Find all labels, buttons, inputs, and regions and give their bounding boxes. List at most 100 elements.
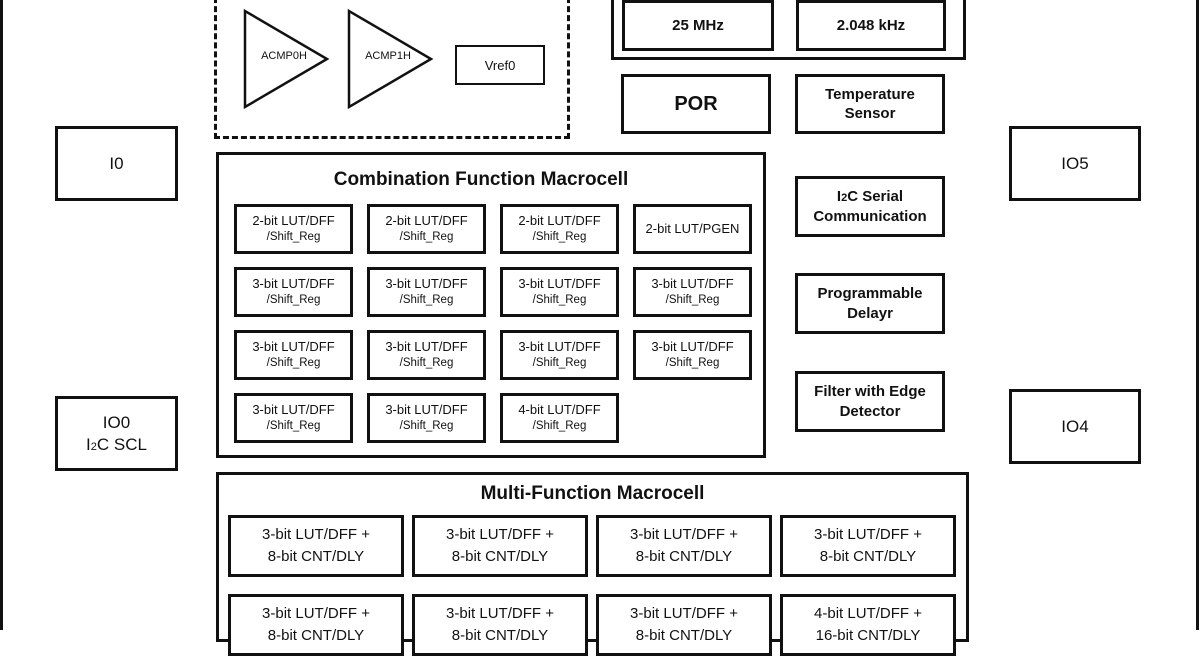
- combination-cell-line1: 4-bit LUT/DFF: [518, 402, 601, 418]
- pin-i0-label: I0: [109, 153, 124, 173]
- pin-io0-i2c-scl: IO0 I2C SCL: [55, 396, 178, 471]
- analog-group: ACMP0H ACMP1H Vref0: [214, 0, 570, 139]
- combination-cell-line1: 3-bit LUT/DFF: [651, 276, 734, 292]
- combination-cell: 3-bit LUT/DFF/Shift_Reg: [367, 267, 486, 317]
- acmp1-triangle: [347, 8, 434, 110]
- vref-label: Vref0: [484, 57, 516, 73]
- multifunction-cell-line2: 8-bit CNT/DLY: [635, 548, 733, 565]
- combination-cell-line1: 3-bit LUT/DFF: [252, 402, 335, 418]
- acmp1-label: ACMP1H: [365, 50, 411, 62]
- multifunction-cell: 3-bit LUT/DFF +8-bit CNT/DLY: [228, 515, 404, 577]
- combination-cell-line2: /Shift_Reg: [266, 420, 321, 433]
- combination-cell-line1: 2-bit LUT/DFF: [385, 213, 468, 229]
- combination-cell-line1: 3-bit LUT/DFF: [651, 339, 734, 355]
- oscillator-2048khz-label: 2.048 kHz: [836, 17, 906, 34]
- i2c-serial-block: I2C Serial Communication: [795, 176, 945, 237]
- multifunction-macrocell: Multi-Function Macrocell 3-bit LUT/DFF +…: [216, 472, 969, 656]
- combination-cell: 3-bit LUT/DFF/Shift_Reg: [234, 267, 353, 317]
- por-label: POR: [674, 92, 718, 115]
- programmable-delay-block: Programmable Delayr: [795, 273, 945, 334]
- i2c-superscript: 2: [841, 192, 848, 204]
- multifunction-title: Multi-Function Macrocell: [480, 483, 705, 504]
- combination-cell-line1: 3-bit LUT/DFF: [518, 276, 601, 292]
- temperature-line2: Sensor: [844, 105, 896, 122]
- multifunction-cell: 4-bit LUT/DFF + 16-bit CNT/DLY: [780, 594, 956, 656]
- temperature-line1: Temperature: [825, 85, 915, 103]
- combination-cell-line1: 3-bit LUT/DFF: [252, 339, 335, 355]
- multifunction-cell-line1: 3-bit LUT/DFF +: [446, 605, 554, 623]
- pin-io0-line1: IO0: [102, 413, 131, 433]
- combination-cell-line2: /Shift_Reg: [532, 420, 587, 433]
- combination-cell-line1: 3-bit LUT/DFF: [385, 276, 468, 292]
- vref-block: Vref0: [455, 45, 545, 85]
- multifunction-cell-line2: 8-bit CNT/DLY: [819, 548, 917, 565]
- multifunction-cell: 3-bit LUT/DFF + 8-bit CNT/DLY: [412, 594, 588, 656]
- multifunction-cell-line1: 3-bit LUT/DFF +: [630, 605, 738, 623]
- combination-cell: 2-bit LUT/DFF/Shift_Reg: [367, 204, 486, 254]
- filter-line1: Filter with Edge: [814, 383, 926, 400]
- combination-cell-line2: /Shift_Reg: [532, 294, 587, 307]
- oscillator-25mhz: 25 MHz: [622, 0, 774, 51]
- i2c-prefix: I: [836, 188, 842, 205]
- combination-cell: 3-bit LUT/DFF/Shift_Reg: [500, 267, 619, 317]
- combination-cell-line2: /Shift_Reg: [399, 420, 454, 433]
- oscillator-group: 25 MHz 2.048 kHz: [611, 0, 966, 60]
- multifunction-cell-line2: 8-bit CNT/DLY: [635, 627, 733, 644]
- combination-cell-line1: 3-bit LUT/DFF: [252, 276, 335, 292]
- multifunction-cell-line1: 3-bit LUT/DFF +: [630, 526, 738, 544]
- multifunction-cell-line2: 8-bit CNT/DLY: [451, 627, 549, 644]
- combination-cell: 2-bit LUT/PGEN: [633, 204, 752, 254]
- combination-cell: 3-bit LUT/DFF/Shift_Reg: [633, 330, 752, 380]
- delay-line2: Delayr: [847, 304, 893, 322]
- acmp0-label: ACMP0H: [261, 50, 307, 62]
- pin-io5: IO5: [1009, 126, 1141, 201]
- pin-io5-label: IO5: [1061, 153, 1089, 173]
- chip-border-left: [0, 0, 3, 630]
- pin-i0: I0: [55, 126, 178, 201]
- pin-io0-line2: I2C SCL: [86, 434, 147, 455]
- combination-cell-line1: 2-bit LUT/PGEN: [645, 221, 740, 237]
- por-block: POR: [621, 74, 771, 134]
- combination-cell-line2: /Shift_Reg: [266, 294, 321, 307]
- oscillator-25mhz-label: 25 MHz: [672, 17, 724, 34]
- combination-cell-line1: 3-bit LUT/DFF: [385, 339, 468, 355]
- multifunction-cell: 3-bit LUT/DFF + 8-bit CNT/DLY: [412, 515, 588, 577]
- combination-cell-line2: /Shift_Reg: [532, 231, 587, 244]
- combination-cell-line1: 2-bit LUT/DFF: [252, 213, 335, 229]
- multifunction-cell-line2: 8-bit CNT/DLY: [267, 548, 365, 565]
- combination-macrocell: Combination Function Macrocell 2-bit LUT…: [216, 152, 766, 458]
- multifunction-cell-line1: 4-bit LUT/DFF +: [814, 605, 922, 623]
- combination-cell: 2-bit LUT/DFF/Shift_Reg: [234, 204, 353, 254]
- combination-cell: 3-bit LUT/DFF/Shift_Reg: [234, 393, 353, 443]
- multifunction-cell-line1: 3-bit LUT/DFF +: [814, 526, 922, 544]
- multifunction-cell: 3-bit LUT/DFF + 8-bit CNT/DLY: [596, 594, 772, 656]
- combination-cell: 3-bit LUT/DFF/Shift_Reg: [500, 330, 619, 380]
- i2c-rest: C Serial: [847, 188, 904, 205]
- pin-io0-prefix: I: [86, 434, 91, 454]
- combination-cell: 3-bit LUT/DFF/Shift_Reg: [367, 393, 486, 443]
- comparator-symbols: [243, 8, 434, 110]
- acmp0-triangle: [243, 8, 330, 110]
- combination-cell-line2: /Shift_Reg: [266, 357, 321, 370]
- pin-io0-superscript: 2: [90, 440, 97, 453]
- i2c-line1: I2C Serial: [837, 187, 903, 207]
- temperature-sensor-block: Temperature Sensor: [795, 74, 945, 134]
- combination-cell-line1: 3-bit LUT/DFF: [518, 339, 601, 355]
- combination-cell-line1: 2-bit LUT/DFF: [518, 213, 601, 229]
- pin-io0-rest: C SCL: [96, 434, 147, 454]
- filter-edge-detector-block: Filter with Edge Detector: [795, 371, 945, 432]
- combination-cell: 3-bit LUT/DFF/Shift_Reg: [367, 330, 486, 380]
- multifunction-cell-line1: 3-bit LUT/DFF +: [446, 526, 554, 544]
- multifunction-cell: 3-bit LUT/DFF + 8-bit CNT/DLY: [596, 515, 772, 577]
- combination-cell-line2: /Shift_Reg: [399, 231, 454, 244]
- combination-cell-line1: 3-bit LUT/DFF: [385, 402, 468, 418]
- combination-cell-line2: /Shift_Reg: [532, 357, 587, 370]
- multifunction-cell-line1: 3-bit LUT/DFF +: [262, 605, 370, 623]
- multifunction-cell-line2: 16-bit CNT/DLY: [815, 627, 921, 644]
- multifunction-cell-line2: 8-bit CNT/DLY: [267, 627, 365, 644]
- combination-cell-line2: /Shift_Reg: [665, 294, 720, 307]
- multifunction-cell: 3-bit LUT/DFF + 8-bit CNT/DLY: [780, 515, 956, 577]
- filter-line2: Detector: [839, 402, 901, 420]
- multifunction-cell-line2: 8-bit CNT/DLY: [451, 548, 549, 565]
- pin-io4-label: IO4: [1061, 416, 1089, 436]
